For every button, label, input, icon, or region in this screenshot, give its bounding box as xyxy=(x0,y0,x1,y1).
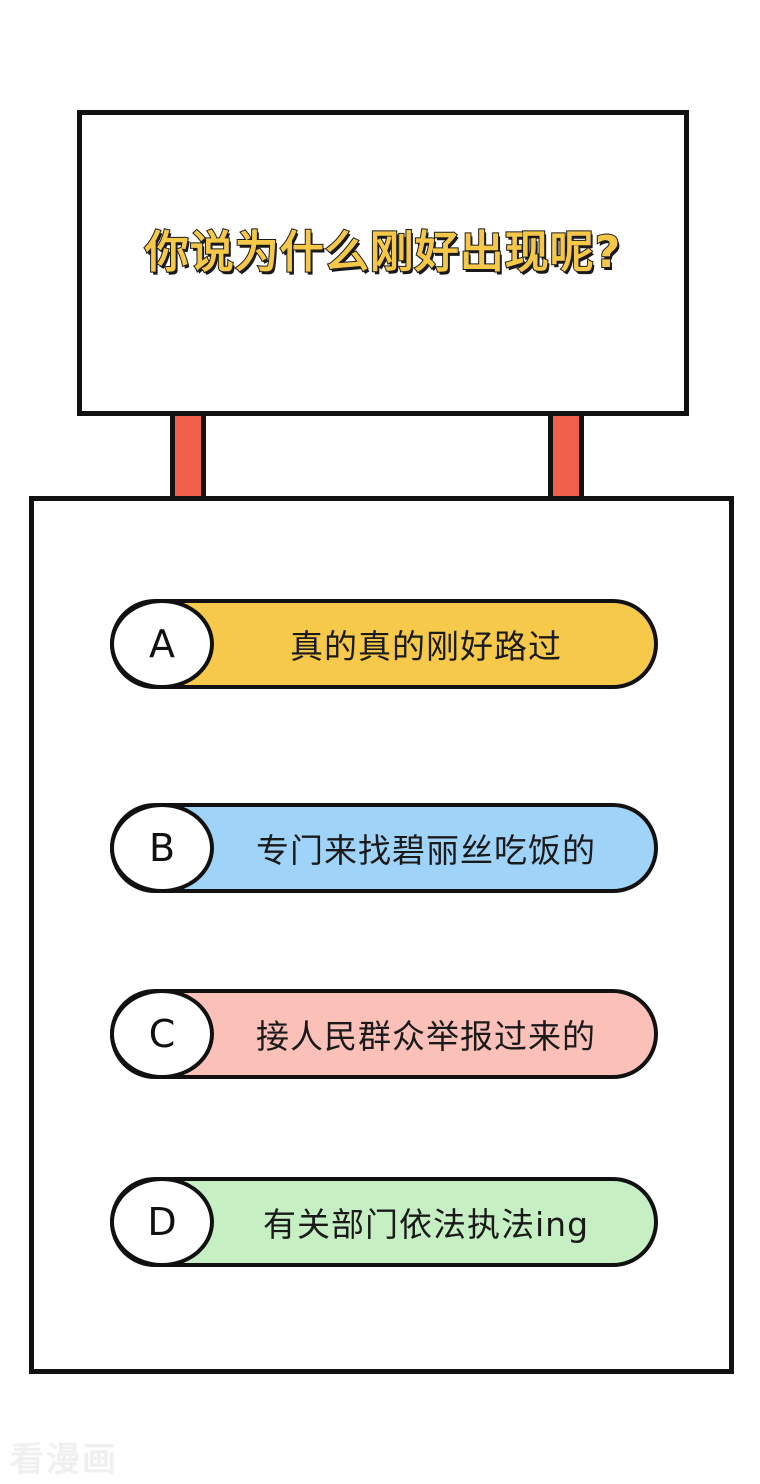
option-label: 接人民群众举报过来的 xyxy=(256,1017,596,1056)
option-b-button[interactable]: B 专门来找碧丽丝吃饭的 xyxy=(110,803,658,893)
sign-pole-right xyxy=(548,416,584,500)
question-title: 你说为什么刚好出现呢? xyxy=(144,226,622,279)
option-letter-badge: D xyxy=(110,1177,214,1267)
option-label: 有关部门依法执法ing xyxy=(262,1205,590,1244)
answer-board: A 真的真的刚好路过 B 专门来找碧丽丝吃饭的 C 接人民群众举报过来的 D 有… xyxy=(29,496,734,1374)
option-label: 专门来找碧丽丝吃饭的 xyxy=(256,831,596,870)
option-label: 真的真的刚好路过 xyxy=(290,627,562,666)
option-a-button[interactable]: A 真的真的刚好路过 xyxy=(110,599,658,689)
option-letter-badge: B xyxy=(110,803,214,893)
sign-pole-left xyxy=(170,416,206,500)
option-d-button[interactable]: D 有关部门依法执法ing xyxy=(110,1177,658,1267)
question-sign: 你说为什么刚好出现呢? xyxy=(77,110,689,416)
option-letter-badge: C xyxy=(110,989,214,1079)
option-letter-badge: A xyxy=(110,599,214,689)
watermark-logo: 看漫画 xyxy=(10,1440,118,1480)
option-c-button[interactable]: C 接人民群众举报过来的 xyxy=(110,989,658,1079)
